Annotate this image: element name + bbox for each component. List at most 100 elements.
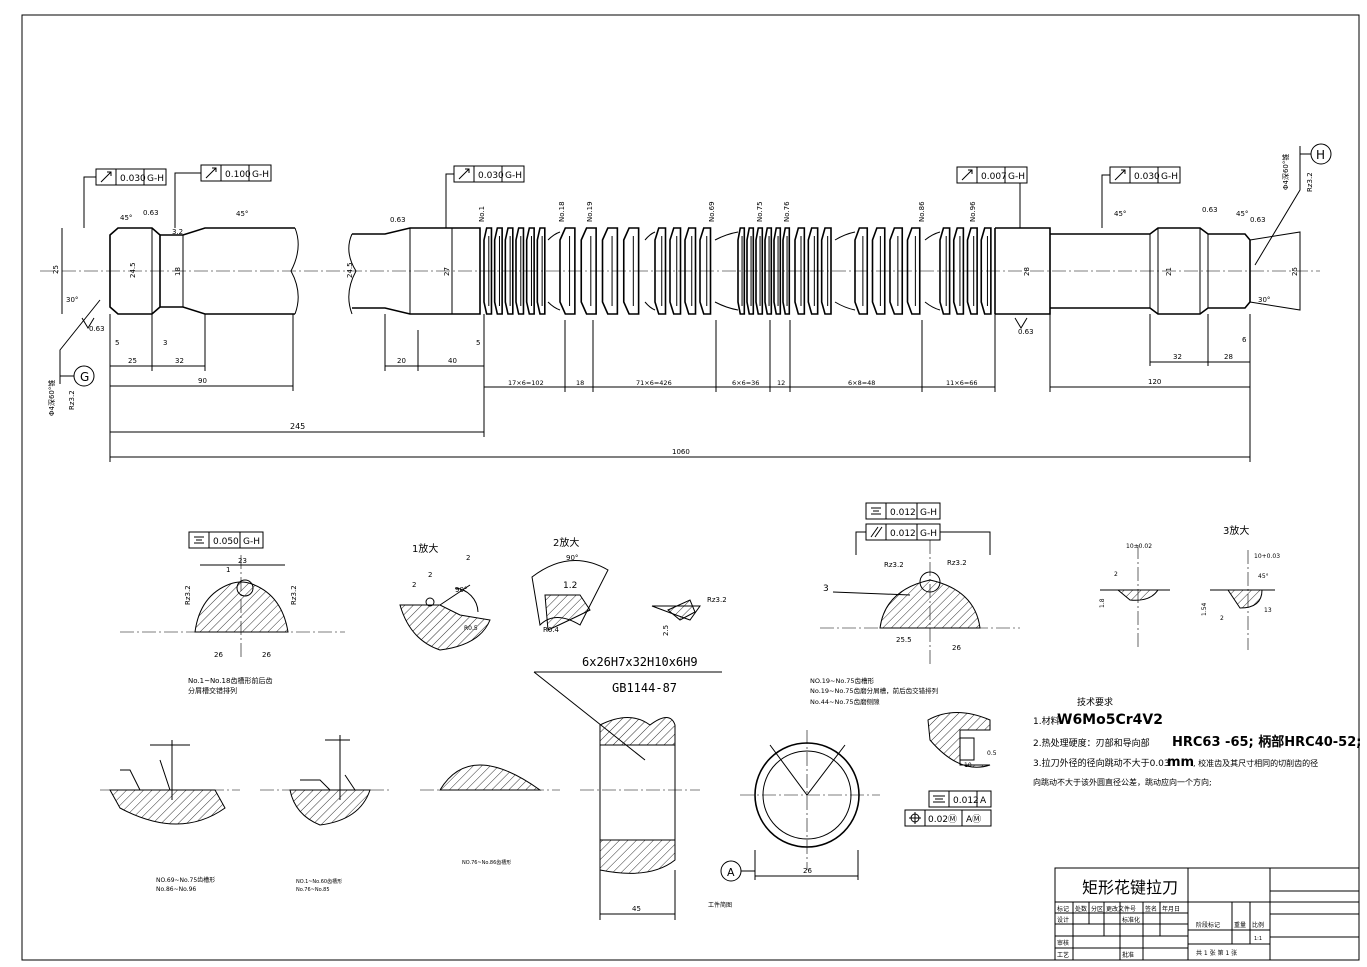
svg-text:年月日: 年月日 bbox=[1162, 905, 1180, 913]
shank-neck bbox=[160, 227, 295, 315]
svg-text:1060: 1060 bbox=[672, 448, 690, 456]
svg-text:1.8: 1.8 bbox=[1099, 598, 1106, 608]
svg-text:0.100: 0.100 bbox=[225, 170, 251, 180]
svg-text:12: 12 bbox=[777, 379, 785, 387]
svg-text:0.030: 0.030 bbox=[1134, 172, 1160, 182]
svg-text:30°: 30° bbox=[1258, 296, 1270, 304]
cutting-teeth bbox=[483, 227, 992, 315]
svg-text:24.5: 24.5 bbox=[129, 262, 137, 278]
svg-text:10+0.03: 10+0.03 bbox=[1254, 553, 1280, 560]
svg-text:28: 28 bbox=[1023, 267, 1031, 276]
tol-frame-5: 0.030 G-H bbox=[1101, 166, 1181, 228]
tooth bbox=[559, 227, 576, 315]
svg-text:G: G bbox=[80, 370, 89, 384]
svg-text:2: 2 bbox=[1220, 615, 1224, 622]
svg-text:25: 25 bbox=[52, 265, 60, 274]
svg-text:HRC63 -65; 柄部HRC40-52;: HRC63 -65; 柄部HRC40-52; bbox=[1172, 734, 1361, 750]
tooth bbox=[525, 227, 535, 315]
svg-text:45°: 45° bbox=[1114, 210, 1126, 218]
tooth bbox=[669, 227, 682, 315]
svg-text:技术要求: 技术要求 bbox=[1077, 696, 1113, 708]
svg-text:17×6=102: 17×6=102 bbox=[508, 379, 544, 387]
svg-text:mm: mm bbox=[1167, 755, 1194, 770]
svg-text:45: 45 bbox=[632, 905, 641, 913]
svg-text:26: 26 bbox=[214, 651, 223, 659]
svg-text:G-H: G-H bbox=[1008, 172, 1025, 182]
tooth bbox=[699, 227, 712, 315]
svg-text:245: 245 bbox=[290, 422, 305, 431]
detail-section-3: 3放大 10±0.02 1.8 2 1.54 10+0.03 45° 2 13 bbox=[1099, 524, 1280, 650]
tooth-gap bbox=[924, 231, 941, 311]
svg-text:1.2: 1.2 bbox=[563, 581, 577, 591]
svg-text:25: 25 bbox=[1291, 267, 1299, 276]
svg-text:G-H: G-H bbox=[147, 174, 164, 184]
break-line-2 bbox=[348, 233, 357, 315]
svg-text:No.75: No.75 bbox=[756, 201, 764, 222]
svg-text:90°: 90° bbox=[455, 586, 467, 594]
svg-text:3.拉刀外径的径向跳动不大于0.03: 3.拉刀外径的径向跳动不大于0.03 bbox=[1033, 757, 1170, 769]
svg-text:AⓂ: AⓂ bbox=[966, 814, 981, 825]
tooth bbox=[580, 227, 597, 315]
svg-text:45°: 45° bbox=[1258, 573, 1269, 580]
svg-text:Rz3.2: Rz3.2 bbox=[184, 585, 192, 605]
svg-text:0.5: 0.5 bbox=[987, 750, 997, 757]
tooth bbox=[654, 227, 667, 315]
svg-text:GB1144-87: GB1144-87 bbox=[612, 681, 677, 695]
tooth-gap bbox=[714, 231, 739, 311]
tooth bbox=[764, 227, 773, 315]
tooth bbox=[807, 227, 819, 315]
svg-text:Rz3.2: Rz3.2 bbox=[1306, 172, 1314, 192]
svg-text:Φ4深60°锥: Φ4深60°锥 bbox=[1281, 154, 1290, 190]
tooth bbox=[952, 227, 965, 315]
svg-text:G-H: G-H bbox=[243, 537, 260, 547]
tooth bbox=[483, 227, 493, 315]
svg-text:32: 32 bbox=[175, 357, 184, 365]
svg-text:Rz3.2: Rz3.2 bbox=[884, 561, 904, 569]
title-block: 矩形花键拉刀 标记 处数 分区 更改文件号 签名 年月日 设计 标准化 阶段标记… bbox=[1054, 867, 1360, 961]
drawing-frame bbox=[21, 14, 1360, 961]
svg-text:10: 10 bbox=[964, 762, 972, 769]
svg-text:分屑槽交错排列: 分屑槽交错排列 bbox=[188, 686, 237, 695]
svg-text:2.热处理硬度：刃部和导向部: 2.热处理硬度：刃部和导向部 bbox=[1033, 737, 1150, 749]
svg-text:比例: 比例 bbox=[1252, 921, 1264, 929]
svg-text:25.5: 25.5 bbox=[896, 636, 912, 644]
tol-frame-3: 0.030 G-H bbox=[445, 165, 525, 228]
svg-text:No.86~No.96: No.86~No.96 bbox=[156, 886, 196, 893]
svg-text:标记: 标记 bbox=[1057, 905, 1069, 913]
svg-text:45°: 45° bbox=[120, 214, 132, 222]
svg-text:2放大: 2放大 bbox=[553, 536, 579, 549]
detail-section-2: 2放大 90° 1.2 R0.4 Rz3.2 2.5 bbox=[531, 536, 727, 636]
tooth bbox=[536, 227, 546, 315]
svg-text:71×6=426: 71×6=426 bbox=[636, 379, 672, 387]
svg-text:, 校准齿及其尺寸相同的切削齿的径: , 校准齿及其尺寸相同的切削齿的径 bbox=[1193, 758, 1318, 768]
svg-text:1.材料: 1.材料 bbox=[1033, 715, 1060, 727]
svg-text:2: 2 bbox=[412, 581, 416, 589]
svg-text:No.69: No.69 bbox=[708, 201, 716, 222]
svg-text:0.030: 0.030 bbox=[478, 171, 504, 181]
tol-frame-2: 0.100 G-H bbox=[174, 164, 272, 228]
svg-text:30°: 30° bbox=[66, 296, 78, 304]
svg-text:0.63: 0.63 bbox=[1202, 206, 1218, 214]
svg-text:2: 2 bbox=[466, 554, 470, 562]
svg-text:32: 32 bbox=[1173, 353, 1182, 361]
tooth bbox=[622, 227, 640, 315]
svg-text:21: 21 bbox=[1165, 267, 1173, 276]
tooth-gap bbox=[834, 231, 856, 311]
tooth bbox=[773, 227, 782, 315]
tooth bbox=[794, 227, 806, 315]
tol-frame-4: 0.007 G-H bbox=[956, 166, 1028, 228]
svg-text:6×6=36: 6×6=36 bbox=[732, 379, 759, 387]
svg-text:No.44~No.75齿磨侧隙: No.44~No.75齿磨侧隙 bbox=[810, 697, 880, 706]
tooth bbox=[737, 227, 746, 315]
tooth bbox=[889, 227, 904, 315]
dimension-lines: 1060 245 90 25 32 5 3 20 40 5 17×6=102 1… bbox=[109, 314, 1251, 462]
svg-text:1.54: 1.54 bbox=[1201, 602, 1208, 616]
tooth bbox=[906, 227, 921, 315]
svg-text:26: 26 bbox=[952, 644, 961, 652]
tooth-gap bbox=[644, 231, 656, 311]
svg-text:No.76: No.76 bbox=[783, 201, 791, 222]
svg-text:6: 6 bbox=[1242, 336, 1247, 344]
svg-text:25: 25 bbox=[128, 357, 137, 365]
svg-text:3: 3 bbox=[823, 584, 829, 594]
